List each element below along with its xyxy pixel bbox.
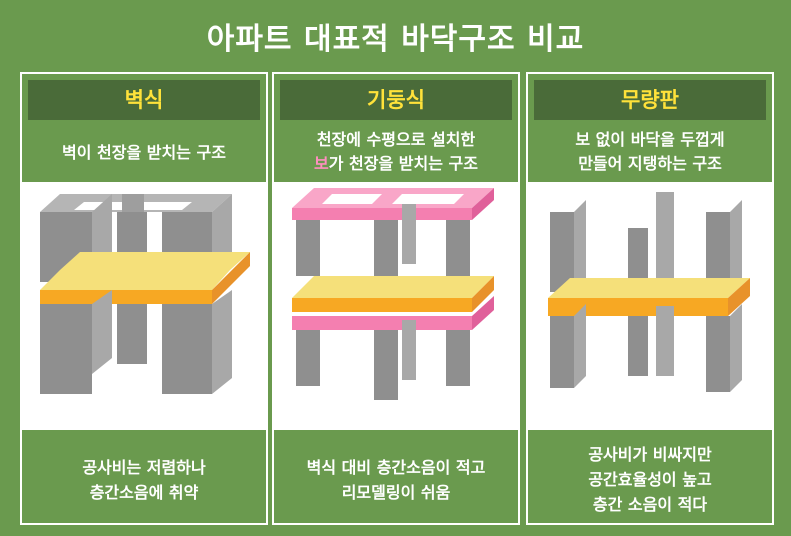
beam-highlight: 보 xyxy=(314,154,329,173)
floor-slab xyxy=(40,252,250,304)
flat-slab-structure-diagram xyxy=(548,192,750,392)
flat-slab-structure-illustration xyxy=(528,182,772,430)
desc-line: 보가 천장을 받치는 구조 xyxy=(274,152,518,176)
floor-slab xyxy=(548,278,750,316)
panel-description: 벽이 천장을 받치는 구조 xyxy=(22,126,266,178)
lower-walls xyxy=(40,290,232,394)
panel-description: 천장에 수평으로 설치한 보가 천장을 받치는 구조 xyxy=(274,126,518,178)
panel-footnote: 벽식 대비 층간소음이 적고 리모델링이 쉬움 xyxy=(274,436,518,523)
desc-line: 보 없이 바닥을 두껍게 xyxy=(575,130,725,149)
panel-description: 보 없이 바닥을 두껍게 만들어 지탱하는 구조 xyxy=(528,126,772,178)
panel-footnote: 공사비는 저렴하나 층간소음에 취약 xyxy=(22,436,266,523)
upper-columns xyxy=(550,192,742,292)
floor-slab xyxy=(292,276,494,312)
panel-heading: 벽식 xyxy=(28,80,260,120)
column-structure-diagram xyxy=(292,188,494,400)
column-structure-illustration xyxy=(274,182,518,430)
desc-line-rest: 가 천장을 받치는 구조 xyxy=(328,154,478,173)
desc-line: 천장에 수평으로 설치한 xyxy=(316,130,476,149)
foot-line: 층간 소음이 적다 xyxy=(592,495,708,514)
foot-line: 층간소음에 취약 xyxy=(89,482,199,502)
foot-line: 벽식 대비 층간소음이 적고 xyxy=(306,457,486,477)
panel-footnote: 공사비가 비싸지만 공간효율성이 높고 층간 소음이 적다 xyxy=(528,436,772,523)
panel-heading: 기둥식 xyxy=(280,80,512,120)
panel-column-type: 기둥식 천장에 수평으로 설치한 보가 천장을 받치는 구조 xyxy=(272,72,520,525)
foot-line: 공사비가 비싸지만 xyxy=(588,445,712,464)
foot-line: 리모델링이 쉬움 xyxy=(341,482,451,502)
desc-line: 벽이 천장을 받치는 구조 xyxy=(62,143,226,162)
wall-structure-diagram xyxy=(40,194,250,394)
desc-line: 만들어 지탱하는 구조 xyxy=(578,154,722,173)
lower-beam xyxy=(292,296,494,330)
upper-beam-frame xyxy=(292,188,494,220)
foot-line: 공간효율성이 높고 xyxy=(588,470,712,489)
panel-wall-type: 벽식 벽이 천장을 받치는 구조 xyxy=(20,72,268,525)
upper-columns xyxy=(296,204,470,276)
foot-line: 공사비는 저렴하나 xyxy=(82,457,206,477)
panel-heading: 무량판 xyxy=(534,80,766,120)
lower-columns xyxy=(296,320,470,400)
lower-columns xyxy=(550,304,742,392)
page-title: 아파트 대표적 바닥구조 비교 xyxy=(206,22,585,57)
wall-structure-illustration xyxy=(22,182,266,430)
panel-flat-slab-type: 무량판 보 없이 바닥을 두껍게 만들어 지탱하는 구조 xyxy=(526,72,774,525)
